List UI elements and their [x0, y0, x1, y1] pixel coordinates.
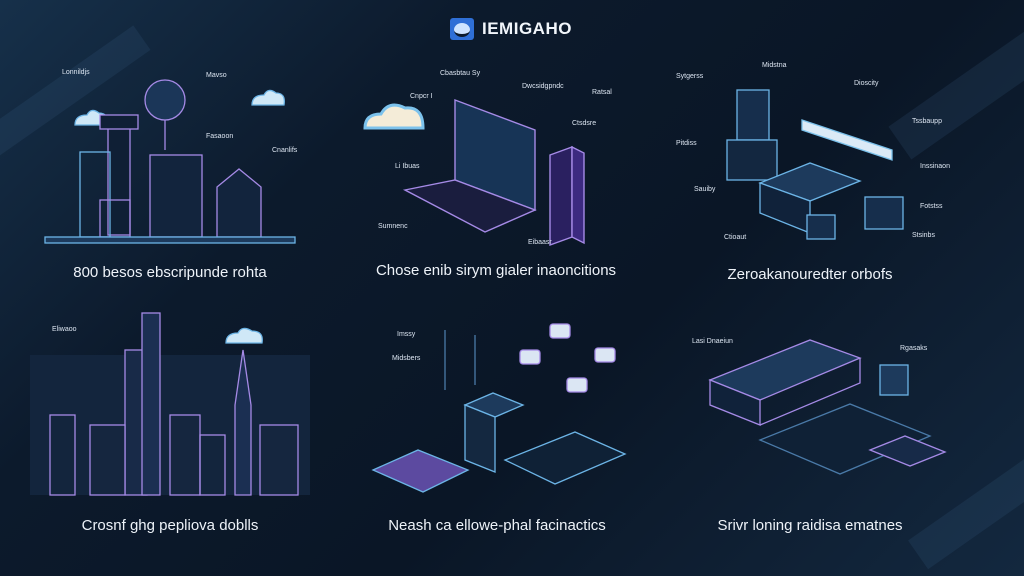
label: Eliwaoo [52, 326, 77, 333]
caption-5: Neash ca ellowe-phal facinactics [388, 517, 606, 534]
label: Sauiby [694, 186, 716, 193]
label: Lasi Dnaeiun [692, 338, 733, 345]
cloud-icon [251, 89, 285, 106]
label: Ctsdsre [572, 120, 596, 127]
label: Sumnenc [378, 223, 408, 230]
panel-city-network: Lonnildjs Mavso Fasaoon Cnanlifs [30, 55, 330, 255]
label: Mavso [206, 72, 227, 79]
panel-laptop: Cbasbtau Sy Cnpcr I Dwcsidgpndc Ratsal C… [350, 60, 650, 260]
label: Imssy [397, 331, 416, 338]
caption-6: Srivr loning raidisa ematnes [717, 517, 903, 534]
caption-3: Zeroakanouredter orbofs [727, 266, 893, 283]
label: Fotstss [920, 203, 943, 210]
label: Midsbers [392, 355, 421, 362]
label: Ctioaut [724, 234, 746, 241]
panel-isometric-blocks: Imssy Midsbers [355, 310, 655, 510]
label: Li Ibuas [395, 163, 420, 170]
panel-platform: Lasi Dnaeiun Rgasaks [680, 310, 980, 510]
label: Ratsal [592, 89, 612, 96]
header: IEMIGAHO [450, 18, 572, 40]
label: Stsinbs [912, 232, 935, 239]
label: Midstna [762, 62, 787, 69]
cloud-logo-icon [450, 18, 474, 40]
label: Tssbaupp [912, 118, 942, 125]
cloud-icon [225, 327, 263, 344]
caption-2: Chose enib sirym gialer inaoncitions [375, 262, 617, 279]
panel-skyline: Eliwaoo [30, 305, 330, 505]
brand-title: IEMIGAHO [482, 19, 572, 38]
label: Fasaoon [206, 133, 233, 140]
label: Pitdiss [676, 140, 697, 147]
panel-hardware: Sytgerss Midstna Dioscity Tssbaupp Pitdi… [662, 55, 962, 255]
label: Eibaasr [528, 239, 552, 246]
label: Cnpcr I [410, 93, 433, 100]
label: Sytgerss [676, 73, 704, 80]
label: Inssinaon [920, 163, 950, 170]
label: Cbasbtau Sy [440, 70, 481, 77]
caption-1: 800 besos ebscripunde rohta [73, 264, 267, 281]
label: Rgasaks [900, 345, 928, 352]
caption-4: Crosnf ghg pepliova doblls [81, 517, 259, 534]
label: Dwcsidgpndc [522, 83, 564, 90]
cloud-icon [363, 103, 425, 130]
label: Dioscity [854, 80, 879, 87]
label: Cnanlifs [272, 147, 298, 154]
label: Lonnildjs [62, 69, 90, 76]
